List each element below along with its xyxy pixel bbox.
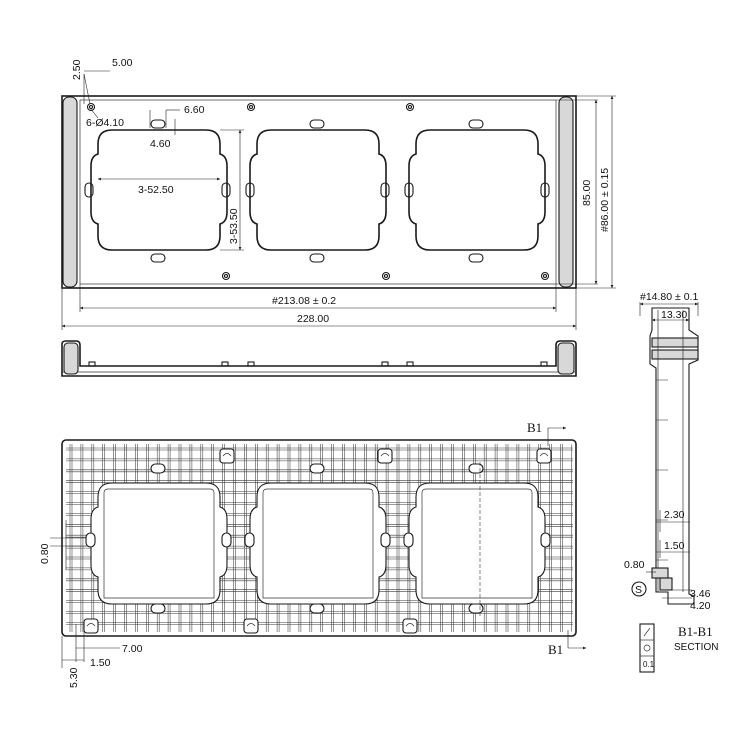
dim-2-30: 2.30 <box>664 509 685 521</box>
dim-5-00: 5.00 <box>112 57 133 69</box>
back-opening-2 <box>249 482 387 605</box>
front-opening-2 <box>249 129 387 251</box>
section-label-bottom: B1 <box>548 642 563 657</box>
front-view: 2.50 5.00 6-Ø4.10 6.60 4.60 3-52.50 3-53… <box>61 57 616 330</box>
svg-text:0.1: 0.1 <box>643 660 655 669</box>
front-dimensions <box>61 70 616 330</box>
section-arrow-top <box>547 426 567 446</box>
front-plate-outline <box>61 95 577 289</box>
dim-height-outer: #86.00 ± 0.15 <box>599 168 611 232</box>
dim-opening-height: 3-53.50 <box>228 208 240 244</box>
back-dimensions <box>50 520 120 668</box>
dim-0-80-section: 0.80 <box>624 559 645 571</box>
back-slots <box>85 463 551 614</box>
section-dimensions <box>639 302 699 599</box>
section-title: B1-B1 <box>678 624 713 639</box>
dim-section-outer: #14.80 ± 0.1 <box>640 291 698 303</box>
section-arrow-bottom <box>567 630 587 650</box>
dim-1-50-back: 1.50 <box>90 657 111 669</box>
section-view: #14.80 ± 0.1 13.30 2.30 1.50 0.80 3.46 4… <box>624 291 718 673</box>
dim-section-inner: 13.30 <box>661 309 687 321</box>
dim-width-inner: #213.08 ± 0.2 <box>272 295 336 307</box>
dim-0-80-back: 0.80 <box>39 543 51 564</box>
dim-width-total: 228.00 <box>297 313 329 325</box>
dim-5-30: 5.30 <box>68 667 80 688</box>
back-bosses <box>83 448 552 634</box>
back-opening-3 <box>408 482 546 605</box>
right-rail <box>558 96 574 288</box>
front-screw-holes <box>86 102 550 281</box>
section-subtitle: SECTION <box>674 642 718 653</box>
front-slots <box>84 119 550 263</box>
surface-symbol: S <box>635 584 642 596</box>
dim-2-50: 2.50 <box>71 59 83 80</box>
dim-1-50-section: 1.50 <box>664 540 685 552</box>
front-plate-inner <box>79 99 557 285</box>
dim-4-60: 4.60 <box>150 138 171 150</box>
front-opening-3 <box>408 129 546 251</box>
dim-6-60: 6.60 <box>184 104 205 116</box>
section-label-top: B1 <box>527 420 542 435</box>
top-view <box>61 340 577 377</box>
dim-3-46: 3.46 <box>690 588 711 600</box>
front-opening-1 <box>90 129 228 251</box>
surface-symbol-circle <box>631 581 647 597</box>
back-view: B1 B1 0.80 7.00 1.50 5.30 <box>39 420 587 688</box>
dim-4-20: 4.20 <box>690 600 711 612</box>
dim-height-inner: 85.00 <box>581 180 593 206</box>
left-rail <box>62 96 78 288</box>
back-opening-1 <box>90 482 228 605</box>
dim-opening-width: 3-52.50 <box>138 184 174 196</box>
tolerance-frame: 0.1 <box>639 623 655 673</box>
dim-7-00: 7.00 <box>122 643 143 655</box>
dim-holes: 6-Ø4.10 <box>86 117 124 129</box>
